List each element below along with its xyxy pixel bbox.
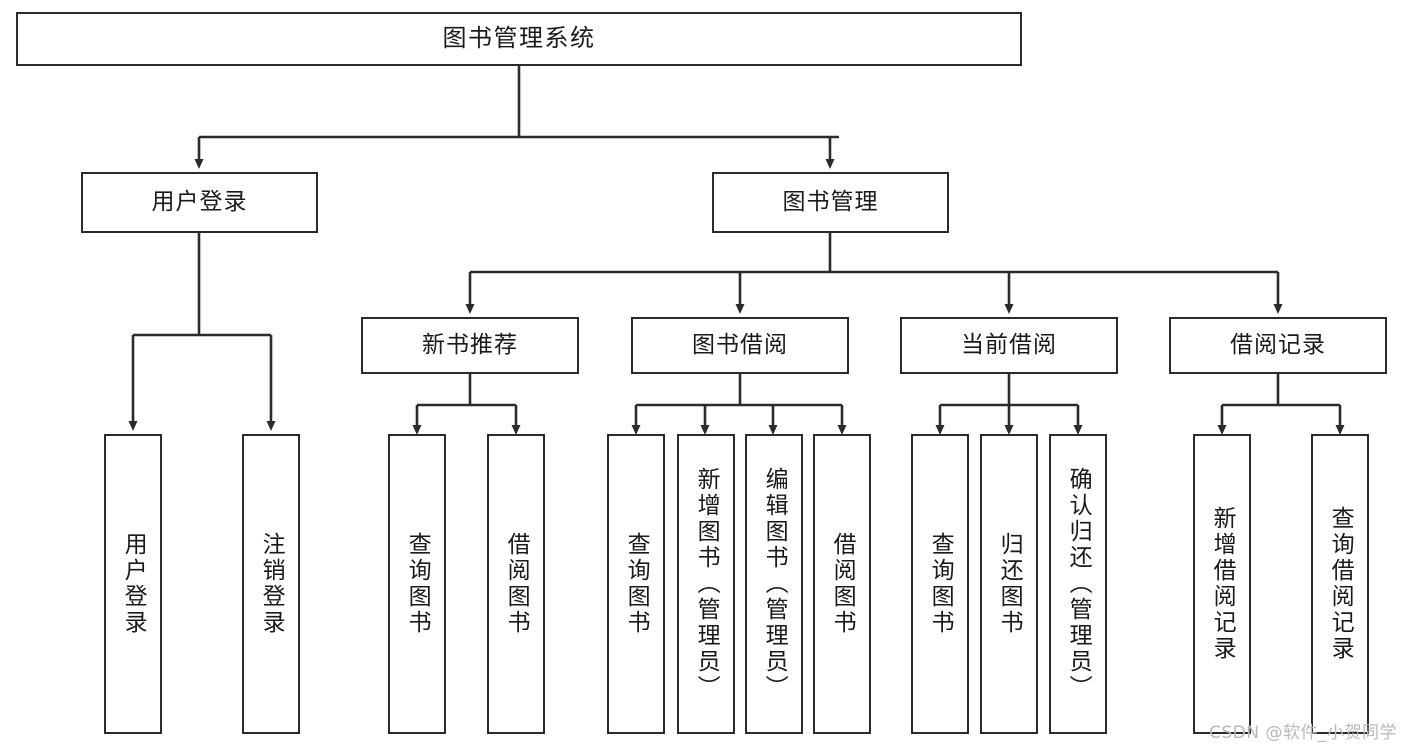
node-new-book-recommend[interactable]: 新书推荐 [361, 317, 579, 374]
node-current-borrow-label: 当前借阅 [961, 332, 1057, 359]
node-leaf-add-record[interactable]: 新增借阅记录 [1193, 434, 1251, 734]
node-root[interactable]: 图书管理系统 [16, 12, 1022, 66]
node-user-login-label: 用户登录 [151, 189, 248, 216]
node-leaf-edit-book[interactable]: 编辑图书（管理员） [745, 434, 803, 734]
node-book-borrow[interactable]: 图书借阅 [631, 317, 849, 374]
node-leaf-return-book-label: 归还图书 [996, 532, 1023, 636]
node-borrow-record-label: 借阅记录 [1230, 332, 1326, 359]
node-leaf-user-login-label: 用户登录 [120, 532, 147, 636]
node-leaf-borrow-book-2[interactable]: 借阅图书 [813, 434, 871, 734]
node-leaf-query-book-3-label: 查询图书 [927, 532, 954, 636]
node-leaf-query-book-3[interactable]: 查询图书 [911, 434, 969, 734]
node-leaf-confirm-return-label: 确认归还（管理员） [1065, 467, 1092, 701]
node-borrow-record[interactable]: 借阅记录 [1169, 317, 1387, 374]
node-user-login[interactable]: 用户登录 [81, 172, 318, 233]
node-root-label: 图书管理系统 [442, 24, 596, 53]
node-leaf-add-book[interactable]: 新增图书（管理员） [677, 434, 735, 734]
node-leaf-logout[interactable]: 注销登录 [242, 434, 300, 734]
node-leaf-borrow-book-2-label: 借阅图书 [829, 532, 856, 636]
node-new-book-recommend-label: 新书推荐 [422, 332, 518, 359]
node-leaf-user-login[interactable]: 用户登录 [104, 434, 162, 734]
node-leaf-borrow-book-1-label: 借阅图书 [503, 532, 530, 636]
node-leaf-query-book-2-label: 查询图书 [623, 532, 650, 636]
node-leaf-edit-book-label: 编辑图书（管理员） [761, 467, 788, 701]
node-book-borrow-label: 图书借阅 [692, 332, 788, 359]
node-leaf-add-book-label: 新增图书（管理员） [693, 467, 720, 701]
node-book-manage-label: 图书管理 [782, 189, 879, 216]
node-leaf-add-record-label: 新增借阅记录 [1209, 506, 1236, 662]
node-leaf-borrow-book-1[interactable]: 借阅图书 [487, 434, 545, 734]
node-leaf-confirm-return[interactable]: 确认归还（管理员） [1049, 434, 1107, 734]
csdn-watermark: CSDN @软件_小贺同学 [1209, 723, 1397, 743]
node-current-borrow[interactable]: 当前借阅 [900, 317, 1118, 374]
node-leaf-query-record-label: 查询借阅记录 [1327, 506, 1354, 662]
node-leaf-query-record[interactable]: 查询借阅记录 [1311, 434, 1369, 734]
node-leaf-query-book-1[interactable]: 查询图书 [388, 434, 446, 734]
node-leaf-logout-label: 注销登录 [258, 532, 285, 636]
node-leaf-query-book-2[interactable]: 查询图书 [607, 434, 665, 734]
node-leaf-return-book[interactable]: 归还图书 [980, 434, 1038, 734]
node-leaf-query-book-1-label: 查询图书 [404, 532, 431, 636]
node-book-manage[interactable]: 图书管理 [712, 172, 949, 233]
